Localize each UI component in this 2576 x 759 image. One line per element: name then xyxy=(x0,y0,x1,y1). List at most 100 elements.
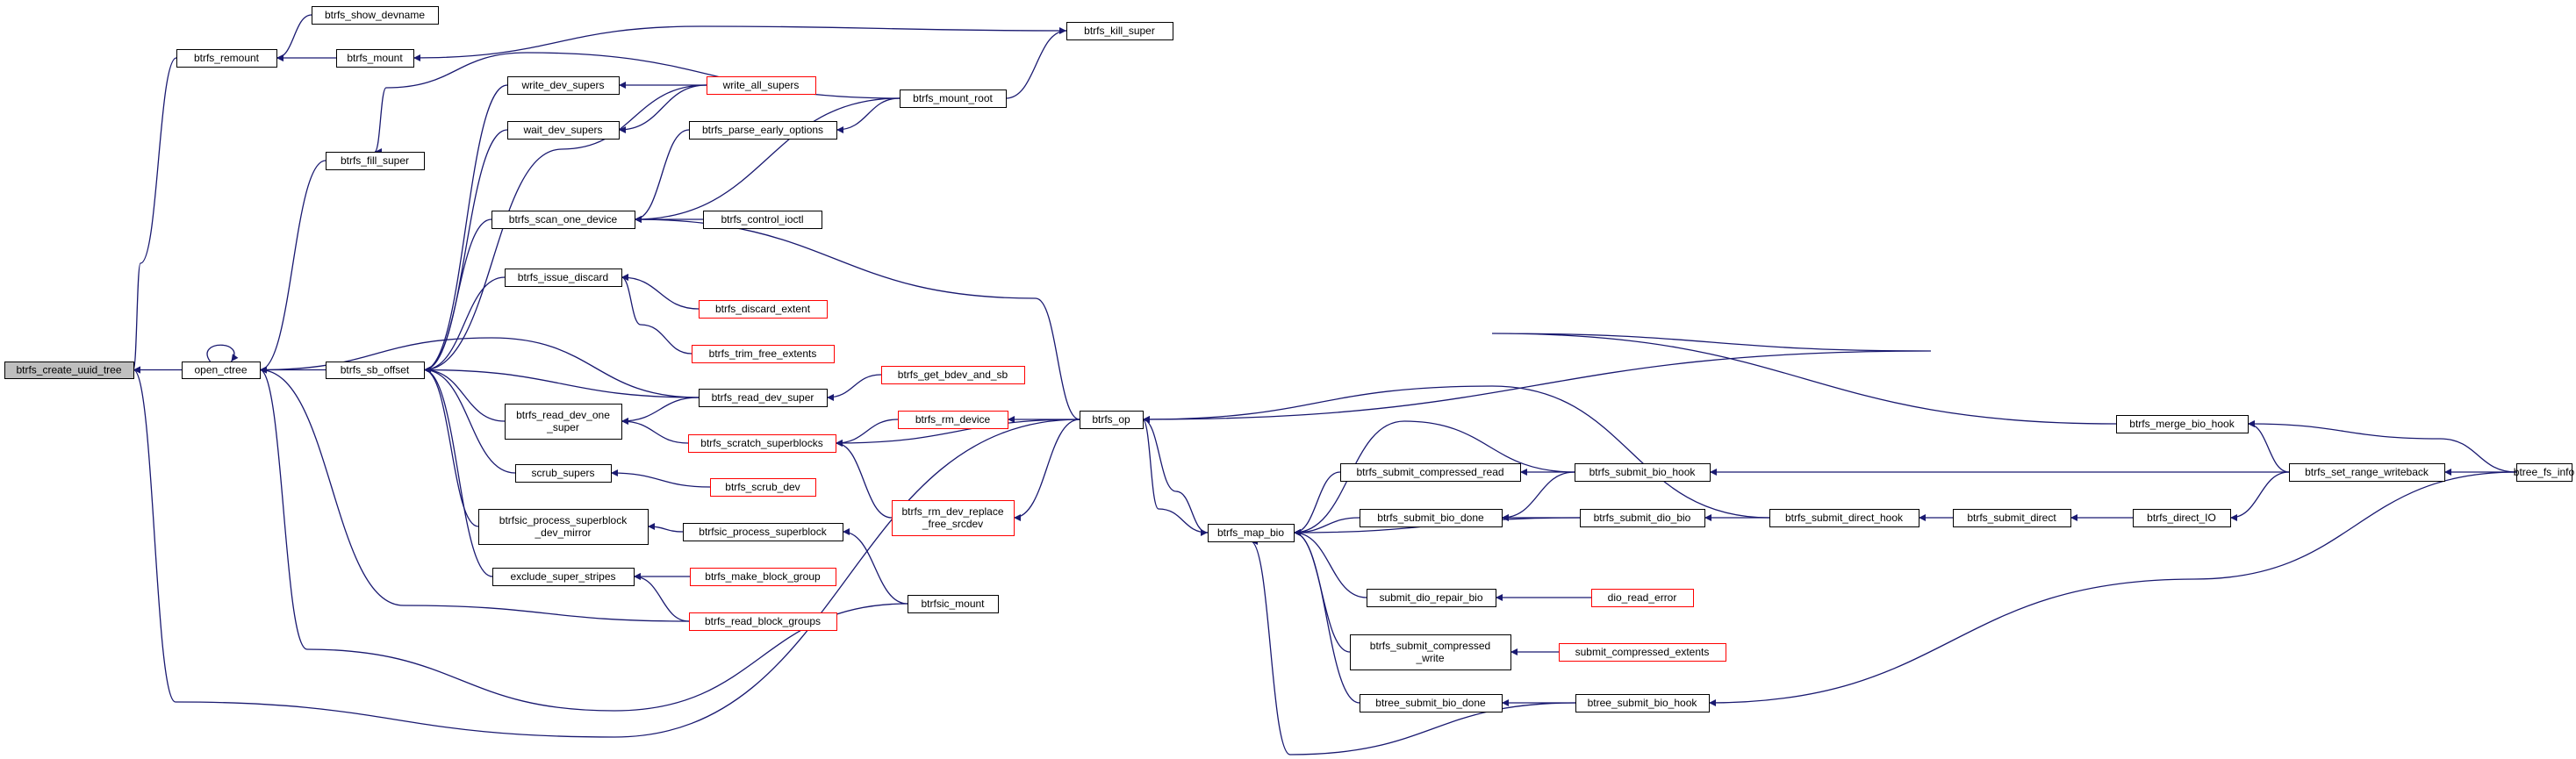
node-label: btree_fs_info xyxy=(2514,466,2575,478)
node-btrfs-scrub-dev[interactable]: btrfs_scrub_dev xyxy=(710,478,816,497)
node-label: btrfs_scan_one_device xyxy=(509,213,618,226)
node-btrfs-submit-dio-bio[interactable]: btrfs_submit_dio_bio xyxy=(1580,509,1705,527)
edge-write-all-supers-to-btrfs-sb-offset xyxy=(423,84,707,374)
node-btree-submit-bio-done[interactable]: btree_submit_bio_done xyxy=(1360,694,1503,712)
node-label: btrfs_submit_compressed_read xyxy=(1356,466,1503,478)
node-btrfs-scratch-superblocks[interactable]: btrfs_scratch_superblocks xyxy=(688,434,836,453)
edge-open-ctree-to-open-ctree xyxy=(206,344,239,362)
node-wait-dev-supers[interactable]: wait_dev_supers xyxy=(507,121,620,140)
node-scrub-supers[interactable]: scrub_supers xyxy=(515,464,612,483)
edge-btrfs-op-to-btrfs-scan-one-device xyxy=(634,216,1080,420)
node-btrfs-control-ioctl[interactable]: btrfs_control_ioctl xyxy=(703,211,822,229)
edge-btrfsic-mount-to-open-ctree xyxy=(259,366,908,712)
node-submit-dio-repair-bio[interactable]: submit_dio_repair_bio xyxy=(1367,589,1496,607)
node-label: submit_dio_repair_bio xyxy=(1379,591,1482,604)
node-btrfs-trim-free-extents[interactable]: btrfs_trim_free_extents xyxy=(692,345,835,363)
node-label: write_dev_supers xyxy=(520,79,604,91)
node-btrfs-submit-compressed-read[interactable]: btrfs_submit_compressed_read xyxy=(1340,463,1521,482)
node-box xyxy=(515,464,612,483)
node-box xyxy=(2289,463,2445,482)
node-root[interactable]: btrfs_create_uuid_tree xyxy=(4,362,134,379)
node-label: btrfs_get_bdev_and_sb xyxy=(898,369,1008,381)
node-btrfsic-process-superblock-dev-mirror[interactable]: btrfsic_process_superblock_dev_mirror xyxy=(478,509,649,545)
node-label: btrfs_kill_super xyxy=(1084,25,1155,37)
node-open-ctree[interactable]: open_ctree xyxy=(182,362,261,379)
node-box xyxy=(507,76,620,95)
edge-btrfs-mount-root-to-btrfs-scan-one-device xyxy=(634,97,901,223)
node-btrfs-get-bdev-and-sb[interactable]: btrfs_get_bdev_and_sb xyxy=(881,366,1025,384)
node-box xyxy=(689,612,837,631)
node-btree-submit-bio-hook[interactable]: btree_submit_bio_hook xyxy=(1575,694,1710,712)
node-label: btrfs_remount xyxy=(194,52,260,64)
node-box xyxy=(1769,509,1919,527)
edge-btree-fs-info-to-btrfs-merge-bio-hook xyxy=(2247,420,2517,473)
node-label: exclude_super_stripes xyxy=(510,570,615,583)
node-btrfs-remount[interactable]: btrfs_remount xyxy=(176,49,277,68)
edge-btrfs-op-to-btrfs-rm-dev-replace-free-srcdev xyxy=(1013,419,1080,521)
node-btrfs-direct-IO[interactable]: btrfs_direct_IO xyxy=(2133,509,2231,527)
node-btrfs-set-range-writeback[interactable]: btrfs_set_range_writeback xyxy=(2289,463,2445,482)
node-label: _super xyxy=(546,421,579,433)
node-btrfsic-process-superblock[interactable]: btrfsic_process_superblock xyxy=(683,523,843,541)
node-btrfs-submit-bio-hook[interactable]: btrfs_submit_bio_hook xyxy=(1575,463,1711,482)
node-btrfs-rm-dev-replace-free-srcdev[interactable]: btrfs_rm_dev_replace_free_srcdev xyxy=(892,500,1015,536)
node-btrfs-kill-super[interactable]: btrfs_kill_super xyxy=(1066,22,1173,40)
node-label: _write xyxy=(1415,652,1444,664)
node-btrfs-show-devname[interactable]: btrfs_show_devname xyxy=(312,6,439,25)
node-btrfs-map-bio[interactable]: btrfs_map_bio xyxy=(1208,524,1295,542)
node-label: btrfs_submit_dio_bio xyxy=(1594,512,1691,524)
node-dio-read-error[interactable]: dio_read_error xyxy=(1591,589,1694,607)
node-btrfs-merge-bio-hook[interactable]: btrfs_merge_bio_hook xyxy=(2116,415,2249,433)
node-label: btrfs_set_range_writeback xyxy=(2305,466,2429,478)
node-box xyxy=(492,568,635,586)
node-btree-fs-info[interactable]: btree_fs_info xyxy=(2514,463,2575,482)
edge-btrfs-merge-bio-hook-to-btrfs-op xyxy=(1142,333,2117,425)
node-exclude-super-stripes[interactable]: exclude_super_stripes xyxy=(492,568,635,586)
node-label: btrfs_read_block_groups xyxy=(705,615,821,627)
node-label: btrfs_rm_dev_replace xyxy=(901,505,1003,518)
node-label: btrfs_issue_discard xyxy=(518,271,608,283)
node-btrfs-submit-direct[interactable]: btrfs_submit_direct xyxy=(1953,509,2071,527)
node-btrfs-sb-offset[interactable]: btrfs_sb_offset xyxy=(326,362,425,379)
node-btrfs-submit-direct-hook[interactable]: btrfs_submit_direct_hook xyxy=(1769,509,1919,527)
node-btrfs-issue-discard[interactable]: btrfs_issue_discard xyxy=(505,269,622,287)
node-btrfs-read-dev-one-super[interactable]: btrfs_read_dev_one_super xyxy=(505,404,622,440)
node-btrfs-mount[interactable]: btrfs_mount xyxy=(336,49,414,68)
node-submit-compressed-extents[interactable]: submit_compressed_extents xyxy=(1559,643,1726,662)
node-box xyxy=(689,121,837,140)
node-label: btrfs_fill_super xyxy=(341,154,409,167)
node-write-all-supers[interactable]: write_all_supers xyxy=(707,76,816,95)
node-btrfs-read-dev-super[interactable]: btrfs_read_dev_super xyxy=(699,389,828,407)
node-btrfs-submit-compressed-write[interactable]: btrfs_submit_compressed_write xyxy=(1350,634,1511,670)
edge-btree-submit-bio-hook-to-btrfs-map-bio xyxy=(1250,538,1576,755)
node-btrfs-read-block-groups[interactable]: btrfs_read_block_groups xyxy=(689,612,837,631)
edge-exclude-super-stripes-to-btrfs-sb-offset xyxy=(423,366,493,577)
node-btrfs-mount-root[interactable]: btrfs_mount_root xyxy=(900,90,1007,108)
node-label: btrfs_mount_root xyxy=(913,92,993,104)
edge-submit-dio-repair-bio-to-btrfs-map-bio xyxy=(1293,529,1367,598)
node-btrfs-make-block-group[interactable]: btrfs_make_block_group xyxy=(690,568,836,586)
node-btrfs-op[interactable]: btrfs_op xyxy=(1080,411,1144,429)
node-btrfs-rm-device[interactable]: btrfs_rm_device xyxy=(898,411,1008,429)
node-btrfs-discard-extent[interactable]: btrfs_discard_extent xyxy=(699,300,828,319)
node-btrfs-fill-super[interactable]: btrfs_fill_super xyxy=(326,152,425,170)
node-btrfs-submit-bio-done[interactable]: btrfs_submit_bio_done xyxy=(1360,509,1503,527)
node-btrfsic-mount[interactable]: btrfsic_mount xyxy=(908,595,999,613)
edge-scrub-supers-to-btrfs-sb-offset xyxy=(423,366,516,474)
node-box xyxy=(688,434,836,453)
node-label: btree_submit_bio_hook xyxy=(1588,697,1698,709)
edge-btrfs-issue-discard-to-btrfs-sb-offset xyxy=(423,276,506,374)
node-box xyxy=(326,152,425,170)
node-box xyxy=(312,6,439,25)
node-label: btrfs_submit_compressed xyxy=(1370,640,1490,652)
node-write-dev-supers[interactable]: write_dev_supers xyxy=(507,76,620,95)
node-box xyxy=(898,411,1008,429)
node-label: btrfs_control_ioctl xyxy=(721,213,803,226)
node-box xyxy=(176,49,277,68)
node-btrfs-scan-one-device[interactable]: btrfs_scan_one_device xyxy=(492,211,635,229)
edge-btrfs-mount-root-to-btrfs-kill-super xyxy=(1005,27,1067,99)
node-label: scrub_supers xyxy=(531,467,594,479)
edge-btrfs-op-to-btrfs-scratch-superblocks xyxy=(835,419,1080,447)
node-btrfs-parse-early-options[interactable]: btrfs_parse_early_options xyxy=(689,121,837,140)
